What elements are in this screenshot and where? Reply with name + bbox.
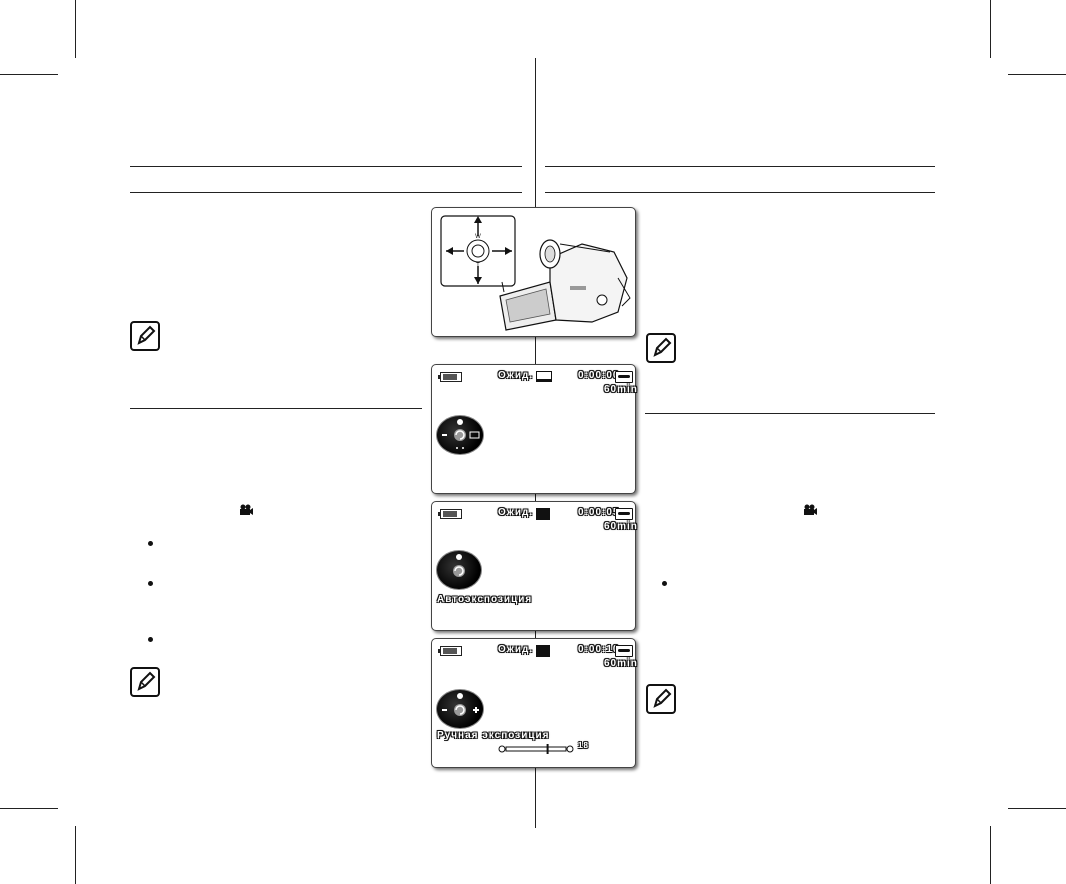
joystick-label-up: W	[475, 234, 481, 240]
joystick-label-down: T	[476, 263, 480, 269]
screen-caption: Автоэкспозиция	[437, 594, 533, 605]
remaining-time: 60min	[604, 658, 638, 669]
camcorder-drawing: W T	[440, 215, 631, 331]
section-rule-right	[645, 413, 935, 414]
list-bullet	[662, 581, 667, 586]
note-icon	[646, 333, 676, 363]
battery-icon	[438, 646, 462, 656]
tape-icon	[615, 508, 633, 520]
crop-mark	[1008, 74, 1066, 75]
lcd-screen-standby: Ожид. 0:00:00 60min	[431, 364, 638, 494]
lcd-screen-manual-exposure: Ожид. 0:00:10 60min Ручная экспозиция 18	[431, 638, 638, 768]
screen-caption: Ручная экспозиция	[437, 730, 550, 741]
movie-camera-icon	[238, 503, 254, 515]
crop-mark	[75, 826, 76, 884]
section-rule-left	[130, 408, 422, 409]
list-bullet	[148, 541, 153, 546]
crop-mark	[990, 0, 991, 58]
record-mode-icon	[536, 371, 552, 382]
header-rule-left-top	[130, 166, 522, 167]
tape-icon	[615, 645, 633, 657]
lcd-screen-auto-exposure: Ожид. 0:00:05 60min Автоэкспозиция	[431, 501, 638, 631]
header-rule-left-bottom	[130, 192, 522, 193]
timecode: 0:00:00	[578, 370, 620, 381]
timecode: 0:00:10	[578, 644, 620, 655]
remaining-time: 60min	[604, 521, 638, 532]
remaining-time: 60min	[604, 384, 638, 395]
list-bullet	[148, 637, 153, 642]
crop-mark	[990, 826, 991, 884]
tape-icon	[615, 371, 633, 383]
note-icon	[646, 684, 676, 714]
joystick-menu-icon	[436, 415, 484, 455]
exposure-slider	[498, 741, 574, 754]
note-icon	[130, 667, 160, 697]
camcorder-illustration: W T	[431, 207, 636, 337]
header-rule-right-top	[545, 166, 935, 167]
timecode: 0:00:05	[578, 507, 620, 518]
mode-label: Ожид.	[498, 370, 534, 381]
battery-icon	[438, 372, 462, 382]
exposure-value: 18	[578, 741, 589, 750]
list-bullet	[148, 581, 153, 586]
mode-label: Ожид.	[498, 507, 534, 518]
record-mode-icon	[536, 508, 550, 520]
movie-camera-icon	[802, 503, 818, 515]
crop-mark	[0, 74, 58, 75]
crop-mark	[75, 0, 76, 58]
battery-icon	[438, 509, 462, 519]
crop-mark	[0, 808, 58, 809]
mode-label: Ожид.	[498, 644, 534, 655]
header-rule-right-bottom	[545, 192, 935, 193]
crop-mark	[1008, 808, 1066, 809]
note-icon	[130, 321, 160, 351]
joystick-menu-icon	[436, 689, 484, 729]
joystick-menu-icon	[436, 550, 482, 590]
record-mode-icon	[536, 645, 550, 657]
